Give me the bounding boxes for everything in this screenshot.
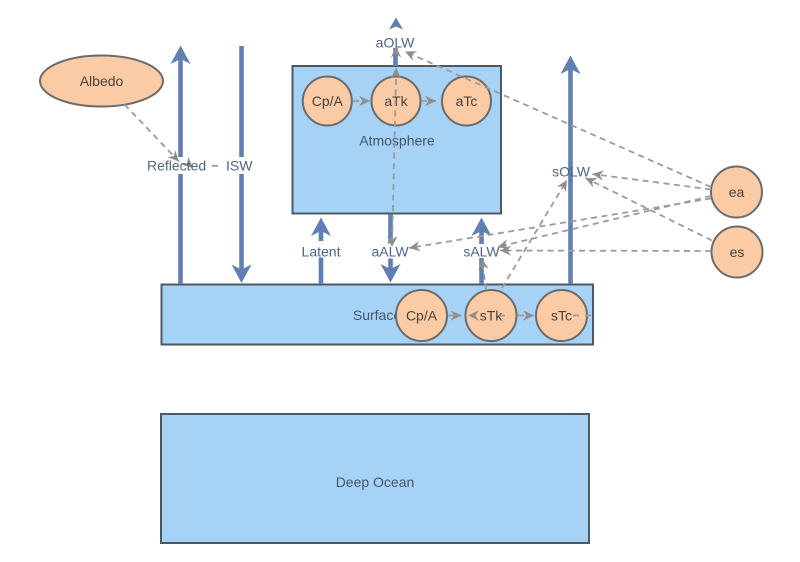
svg-text:sTk: sTk	[480, 308, 504, 324]
svg-text:aOLW: aOLW	[376, 35, 415, 51]
svg-text:ea: ea	[729, 184, 745, 200]
svg-text:sOLW: sOLW	[552, 164, 591, 180]
svg-text:ISW: ISW	[226, 158, 253, 174]
svg-text:Atmosphere: Atmosphere	[359, 133, 435, 149]
svg-text:aTk: aTk	[384, 93, 408, 109]
svg-text:Albedo: Albedo	[80, 73, 124, 89]
svg-text:Reflected: Reflected	[147, 158, 206, 174]
svg-text:aALW: aALW	[371, 244, 409, 260]
svg-text:Deep Ocean: Deep Ocean	[336, 474, 415, 490]
svg-text:sTc: sTc	[551, 308, 572, 324]
svg-text:es: es	[730, 244, 745, 260]
svg-text:Cp/A: Cp/A	[406, 308, 438, 324]
svg-text:aTc: aTc	[456, 93, 478, 109]
svg-text:Surface: Surface	[353, 307, 401, 323]
svg-text:Latent: Latent	[302, 244, 341, 260]
svg-text:Cp/A: Cp/A	[312, 93, 344, 109]
svg-text:sALW: sALW	[463, 244, 500, 260]
